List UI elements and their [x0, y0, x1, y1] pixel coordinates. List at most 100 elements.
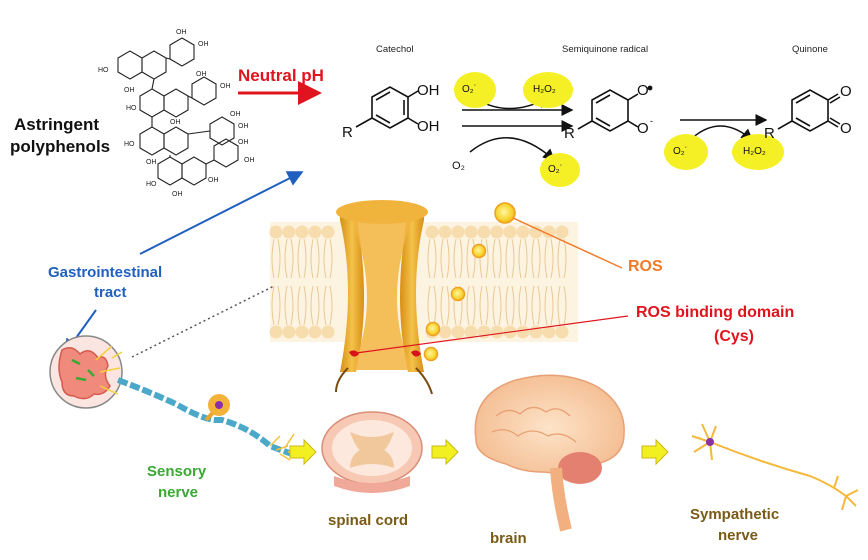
lipid-tail	[557, 285, 561, 326]
catechol-r-group: R	[342, 124, 353, 141]
lipid-tail	[329, 285, 333, 326]
lipid-head	[451, 225, 465, 239]
lipid-tail	[271, 238, 275, 279]
svg-text:HO: HO	[124, 141, 135, 148]
anion-sign: -	[650, 116, 653, 126]
lipid-head	[477, 225, 491, 239]
sympathetic-nerve-label-line1: Sympathetic	[690, 506, 780, 523]
lipid-tail	[472, 285, 476, 326]
lipid-tail	[323, 285, 327, 326]
svg-text:OH: OH	[172, 191, 183, 198]
gastrointestinal-label-line1: Gastrointestinal	[48, 264, 163, 281]
lipid-tail	[563, 285, 567, 326]
bubble-h2o2-a	[523, 72, 573, 108]
oxygen-bubbles	[454, 72, 784, 187]
lipid-head	[516, 325, 530, 339]
lipid-head	[295, 225, 309, 239]
lipid-tail	[492, 238, 496, 279]
bubble-o2-b	[540, 153, 580, 187]
lipid-tail	[440, 238, 444, 279]
lipid-tail	[427, 285, 431, 326]
spinal-cord-icon	[321, 411, 423, 493]
lipid-tail	[277, 238, 281, 279]
arrow-to-brain	[431, 438, 459, 466]
lipid-tail	[316, 285, 320, 326]
lipid-head	[269, 225, 283, 239]
lipid-tail	[459, 238, 463, 279]
lipid-tail	[557, 238, 561, 279]
lipid-head	[555, 225, 569, 239]
ros-particles	[423, 202, 516, 362]
semiquinone-o-radical: O	[637, 82, 649, 99]
lipid-head	[425, 225, 439, 239]
semiquinone-label: Semiquinone radical	[562, 44, 649, 55]
lipid-head	[321, 225, 335, 239]
bubble-o2-a	[454, 72, 496, 108]
lipid-tail	[505, 238, 509, 279]
lipid-tail	[453, 238, 457, 279]
lipid-tail	[505, 285, 509, 326]
spinal-cord-label: spinal cord	[328, 512, 409, 529]
svg-text:OH: OH	[230, 111, 241, 118]
lipid-head	[308, 225, 322, 239]
lipid-head	[438, 225, 452, 239]
lipid-head	[464, 225, 478, 239]
o2-reactant-label: O₂	[452, 160, 465, 172]
lipid-head	[503, 225, 517, 239]
bubble-h2o2-b-label: H₂O₂	[743, 146, 766, 157]
lipid-tail	[472, 238, 476, 279]
svg-text:OH: OH	[176, 29, 187, 36]
bubble-o2-a-label: O₂˙	[462, 84, 477, 95]
lipid-tail	[511, 238, 515, 279]
lipid-tail	[323, 238, 327, 279]
svg-text:OH: OH	[146, 159, 157, 166]
quinone-arrows	[680, 114, 768, 141]
semiquinone-o-anion: O	[637, 120, 649, 137]
gastrointestinal-label-line2: tract	[94, 284, 127, 301]
lipid-head	[438, 325, 452, 339]
lipid-tail	[310, 285, 314, 326]
quinone-label: Quinone	[792, 44, 828, 55]
catechol-oh-top: OH	[417, 82, 440, 99]
svg-text:OH: OH	[198, 41, 209, 48]
lipid-head	[308, 325, 322, 339]
lipid-tail	[446, 238, 450, 279]
lipid-tail	[290, 285, 294, 326]
lipid-head	[321, 325, 335, 339]
ros-pointer-line	[512, 217, 623, 269]
lipid-tail	[433, 238, 437, 279]
lipid-head	[529, 225, 543, 239]
flow-arrows	[289, 438, 669, 466]
lipid-head	[282, 325, 296, 339]
lipid-tail	[316, 238, 320, 279]
lipid-tail	[518, 238, 522, 279]
bubble-o2-c	[664, 134, 708, 170]
lipid-tail	[524, 238, 528, 279]
cell-membrane	[269, 222, 578, 342]
catechol-label: Catechol	[376, 44, 414, 55]
svg-text:OH: OH	[244, 157, 255, 164]
lipid-tail	[492, 285, 496, 326]
lipid-tail	[485, 285, 489, 326]
lipid-tail	[297, 285, 301, 326]
sensory-nerve-label-line1: Sensory	[147, 463, 207, 480]
lipid-tail	[485, 238, 489, 279]
ion-channel-icon	[335, 200, 433, 395]
svg-text:HO: HO	[146, 181, 157, 188]
lipid-head	[490, 325, 504, 339]
catechol-oh-bottom: OH	[417, 118, 440, 135]
lipid-tail	[544, 238, 548, 279]
lipid-tail	[524, 285, 528, 326]
quinone-o-top: O	[840, 83, 852, 100]
brain-icon	[474, 374, 625, 532]
svg-text:OH: OH	[208, 177, 219, 184]
ros-binding-domain-label: ROS binding domain	[636, 304, 795, 321]
lipid-tail	[466, 285, 470, 326]
lipid-tail	[518, 285, 522, 326]
lipid-tail	[531, 238, 535, 279]
semiquinone-ring-icon	[577, 89, 639, 132]
semiquinone-r-group: R	[564, 125, 575, 142]
lipid-tail	[511, 285, 515, 326]
svg-text:OH: OH	[196, 71, 207, 78]
